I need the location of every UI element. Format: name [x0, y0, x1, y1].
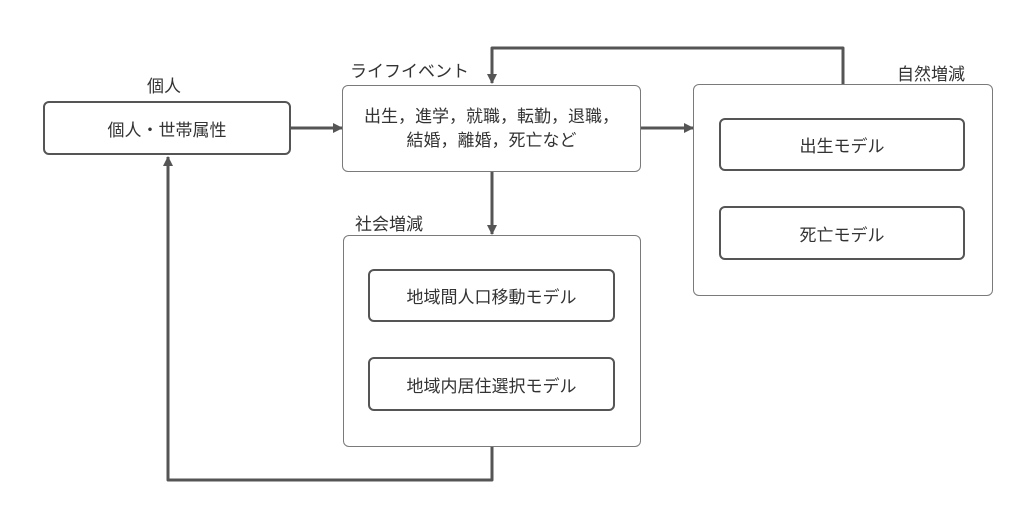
social-change-label: 社会増減 [355, 215, 423, 235]
social-change-group [343, 235, 641, 447]
migration-model-box: 地域間人口移動モデル [368, 269, 615, 322]
life-event-box: 出生，進学，就職，転勤，退職， 結婚，離婚，死亡など [342, 85, 641, 172]
arrow-natural-feedback [487, 46, 845, 84]
arrow-social-feedback [163, 156, 494, 482]
migration-model-text: 地域間人口移動モデル [406, 288, 577, 308]
life-event-label: ライフイベント [350, 62, 469, 82]
individual-attributes-text: 個人・世帯属性 [107, 120, 227, 141]
birth-model-box: 出生モデル [719, 118, 965, 171]
natural-change-label: 自然増減 [897, 65, 965, 85]
natural-change-group [693, 84, 993, 296]
life-event-list: 出生，進学，就職，転勤，退職， 結婚，離婚，死亡など [364, 105, 619, 153]
death-model-text: 死亡モデル [799, 225, 885, 246]
birth-model-text: 出生モデル [799, 137, 885, 157]
individual-label: 個人 [147, 77, 181, 97]
residence-choice-model-box: 地域内居住選択モデル [368, 357, 615, 411]
individual-attributes-box: 個人・世帯属性 [43, 101, 291, 155]
death-model-box: 死亡モデル [719, 206, 965, 260]
life-event-line-1: 出生，進学，就職，転勤，退職， [364, 106, 619, 127]
residence-choice-model-text: 地域内居住選択モデル [406, 376, 577, 397]
life-event-line-2: 結婚，離婚，死亡など [406, 130, 577, 151]
